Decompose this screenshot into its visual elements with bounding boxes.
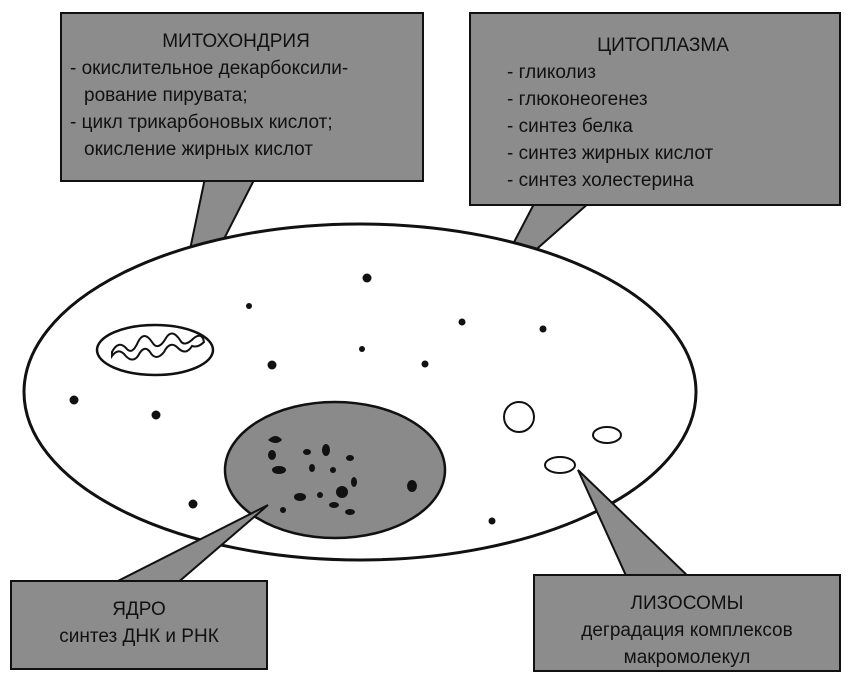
- nucleus: [223, 400, 447, 540]
- cytoplasm-function-item: - синтез холестерина: [507, 170, 694, 191]
- cytoplasm-functions: - гликолиз - глюконеогенез - синтез белк…: [507, 59, 839, 194]
- cytoplasm-title: ЦИТОПЛАЗМА: [597, 35, 729, 56]
- mitochondrion: [95, 323, 215, 377]
- mitochondria-function-item: рование пирувата;: [84, 85, 248, 106]
- cytoplasm-function-item: - гликолиз: [507, 62, 596, 83]
- chromatin: [268, 436, 417, 515]
- nucleus-label-box: ЯДРО синтез ДНК и РНК: [10, 580, 268, 670]
- mitochondria-function-item: окисление жирных кислот: [84, 139, 313, 160]
- lysosomes-function-line: макромолекул: [623, 647, 751, 668]
- cell-membrane: [22, 222, 698, 562]
- cytoplasm-granules: [69, 273, 547, 525]
- mitochondria-label-box: МИТОХОНДРИЯ - окислительное декарбоксили…: [60, 12, 424, 182]
- mitochondria-function-item: - цикл трикарбоновых кислот;: [70, 112, 333, 133]
- lysosomes-function-line: деградация комплексов: [581, 620, 793, 641]
- lysosomes: [503, 401, 622, 474]
- mitochondria-functions: - окислительное декарбоксили- рование пи…: [70, 55, 422, 163]
- cytoplasm-function-item: - глюконеогенез: [507, 89, 648, 110]
- lysosomes-label-box: ЛИЗОСОМЫ деградация комплексов макромоле…: [533, 574, 841, 672]
- cytoplasm-label-box: ЦИТОПЛАЗМА - гликолиз - глюконеогенез - …: [469, 12, 841, 206]
- cytoplasm-function-item: - синтез жирных кислот: [507, 143, 714, 164]
- mitochondria-title: МИТОХОНДРИЯ: [162, 31, 310, 52]
- cytoplasm-function-item: - синтез белка: [507, 116, 633, 137]
- nucleus-function: синтез ДНК и РНК: [59, 626, 219, 647]
- nucleus-title: ЯДРО: [112, 599, 166, 620]
- mitochondria-function-item: - окислительное декарбоксили-: [70, 58, 349, 79]
- lysosomes-title: ЛИЗОСОМЫ: [630, 593, 744, 614]
